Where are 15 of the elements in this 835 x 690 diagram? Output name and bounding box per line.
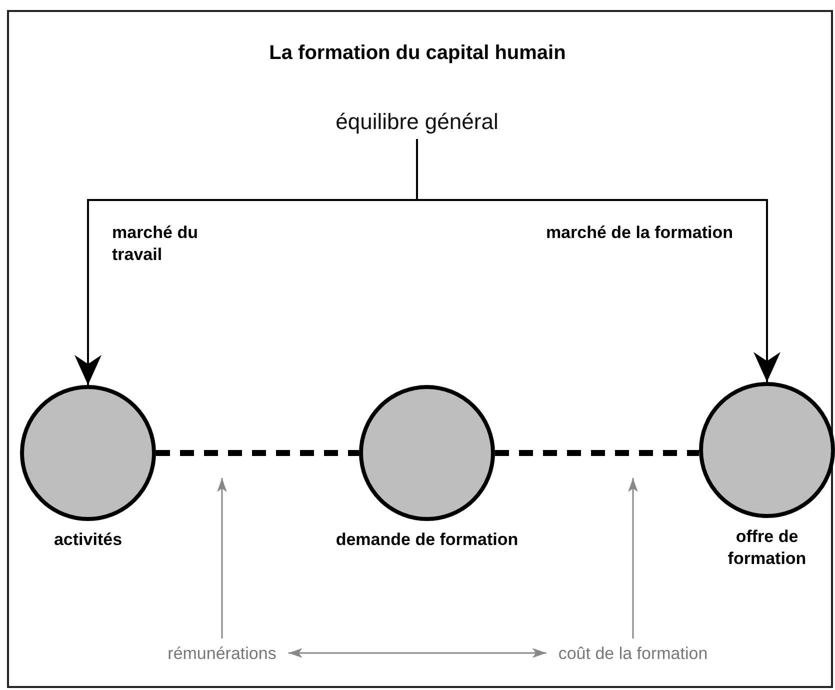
text-label: coût de la formation bbox=[558, 642, 708, 664]
circle-label: offre de formation bbox=[726, 526, 808, 570]
text-label: rémunérations bbox=[168, 642, 276, 664]
dashed-line bbox=[495, 450, 699, 456]
edge-label: marché de la formation bbox=[544, 222, 733, 244]
edge-label: marché du travail bbox=[112, 222, 199, 266]
arrow bbox=[217, 478, 227, 638]
circle-label: activités bbox=[54, 529, 122, 551]
arrow bbox=[288, 648, 546, 658]
arrow bbox=[628, 478, 638, 638]
text-label: équilibre général bbox=[336, 109, 498, 135]
arrow bbox=[416, 139, 780, 382]
title: La formation du capital humain bbox=[268, 42, 567, 65]
dashed-line bbox=[156, 450, 359, 456]
circle-label: demande de formation bbox=[336, 529, 518, 551]
